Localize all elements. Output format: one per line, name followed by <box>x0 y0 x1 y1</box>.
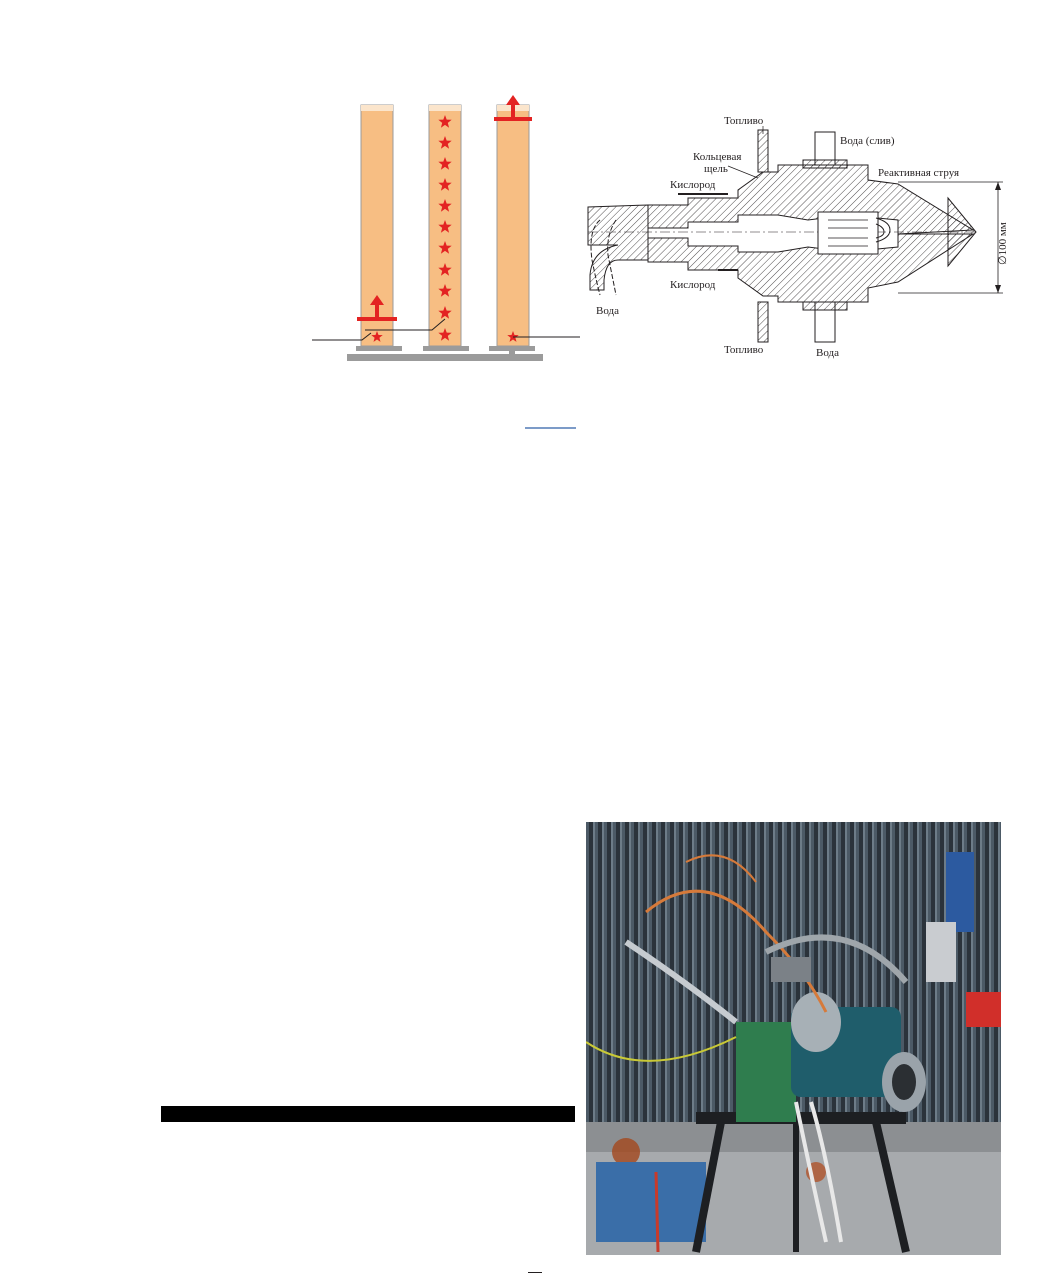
red-bar-1 <box>357 317 397 321</box>
label-fuel-top: Топливо <box>724 115 764 127</box>
label-water-drain: Вода (слив) <box>840 135 895 147</box>
star-icon <box>438 284 452 297</box>
star-icon <box>438 306 452 319</box>
column-3 <box>496 104 530 347</box>
label-water-left: Вода <box>596 305 619 317</box>
star-icon <box>438 220 452 233</box>
label-annular-slot-1: Кольцевая <box>693 151 741 163</box>
star-icon <box>438 136 452 149</box>
footer-bar <box>161 1106 575 1122</box>
star-icon <box>438 328 452 341</box>
label-annular-slot-2: щель <box>704 163 728 175</box>
label-water-bottom: Вода <box>816 347 839 359</box>
star-icon <box>438 199 452 212</box>
page-mark <box>528 1272 542 1273</box>
star-icon <box>371 331 383 342</box>
base-plate <box>347 354 543 361</box>
star-icon <box>438 241 452 254</box>
label-oxygen-top: Кислород <box>670 179 716 191</box>
photo-illustration <box>586 852 1001 1255</box>
label-fuel-bottom: Топливо <box>724 344 764 356</box>
star-icon <box>438 263 452 276</box>
leader-line-mid <box>365 318 446 331</box>
star-icon <box>507 331 519 342</box>
arrow-up-icon <box>506 95 520 105</box>
star-icons <box>371 115 519 342</box>
columns-figure <box>312 95 580 429</box>
label-oxygen-bottom: Кислород <box>670 279 716 291</box>
burner-test-rig-photo <box>586 822 1001 1255</box>
label-diameter: ∅100 мм <box>997 222 1009 265</box>
label-jet: Реактивная струя <box>878 167 959 179</box>
leader-line-left <box>312 332 372 341</box>
star-icon <box>438 115 452 128</box>
star-icon <box>438 157 452 170</box>
burner-diagram: Топливо Вода (слив) Кольцевая щель Реакт… <box>587 115 1009 359</box>
red-bar-3 <box>494 117 532 121</box>
base-foot-2 <box>423 346 469 351</box>
star-icon <box>438 178 452 191</box>
stand-post <box>509 345 515 355</box>
base-foot-1 <box>356 346 402 351</box>
arrow-up-icon <box>370 295 384 305</box>
